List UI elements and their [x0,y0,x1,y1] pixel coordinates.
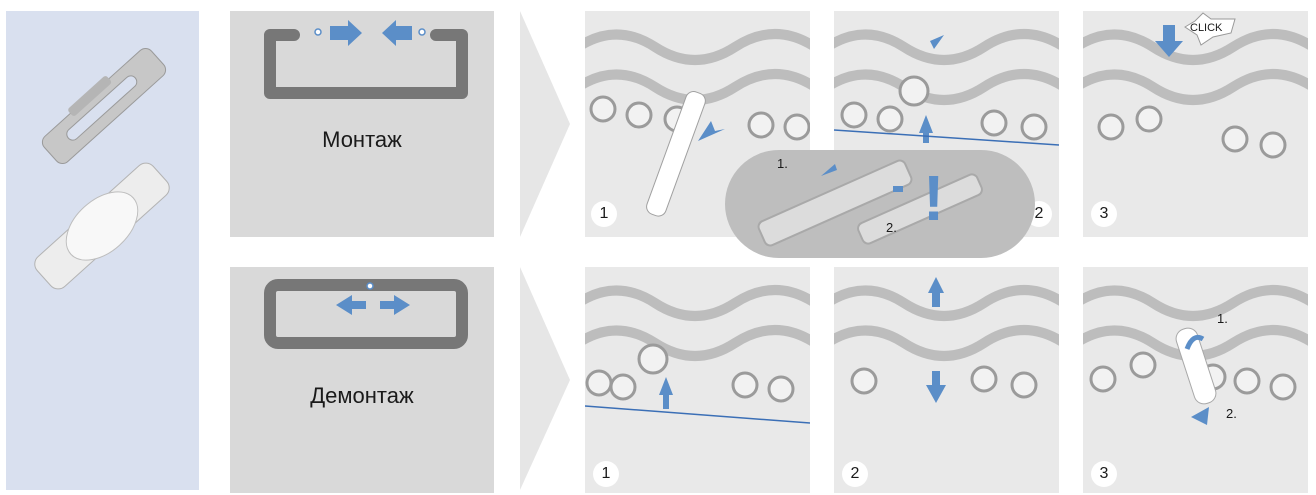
flow-chevron [520,11,570,237]
dismount-step-1-panel: 1 [585,267,810,493]
dismount-step-sub-2: 2. [1226,406,1237,421]
step-number: 2 [842,461,868,487]
chain-step-illustration [834,267,1059,493]
chain-step-illustration [1083,267,1308,493]
dismount-label: Демонтаж [230,383,494,409]
callout-step-1: 1. [777,156,788,171]
click-label: CLICK [1190,22,1222,34]
mount-mode-box: Монтаж [230,11,494,237]
chain-step-illustration [585,267,810,493]
mount-label: Монтаж [230,127,494,153]
alert-icon: ! [923,166,944,230]
step-number: 1 [591,201,617,227]
mount-step-3-panel: CLICK 3 [1083,11,1308,237]
callout-step-2: 2. [886,220,897,235]
dismount-step-2-panel: 2 [834,267,1059,493]
chain-open-icon [230,267,494,387]
step-number: 3 [1091,201,1117,227]
clip-parts-panel [6,11,199,490]
detail-callout: 1. 2. ! [725,150,1035,258]
chain-close-icon [230,11,494,131]
step-number: 3 [1091,461,1117,487]
flow-chevron [520,267,570,493]
dismount-step-sub-1: 1. [1217,311,1228,326]
step-number: 1 [593,461,619,487]
clip-parts-illustration [6,11,199,490]
dismount-step-3-panel: 1. 2. 3 [1083,267,1308,493]
chain-step-illustration [1083,11,1308,237]
callout-illustration [725,150,1035,258]
dismount-mode-box: Демонтаж [230,267,494,493]
